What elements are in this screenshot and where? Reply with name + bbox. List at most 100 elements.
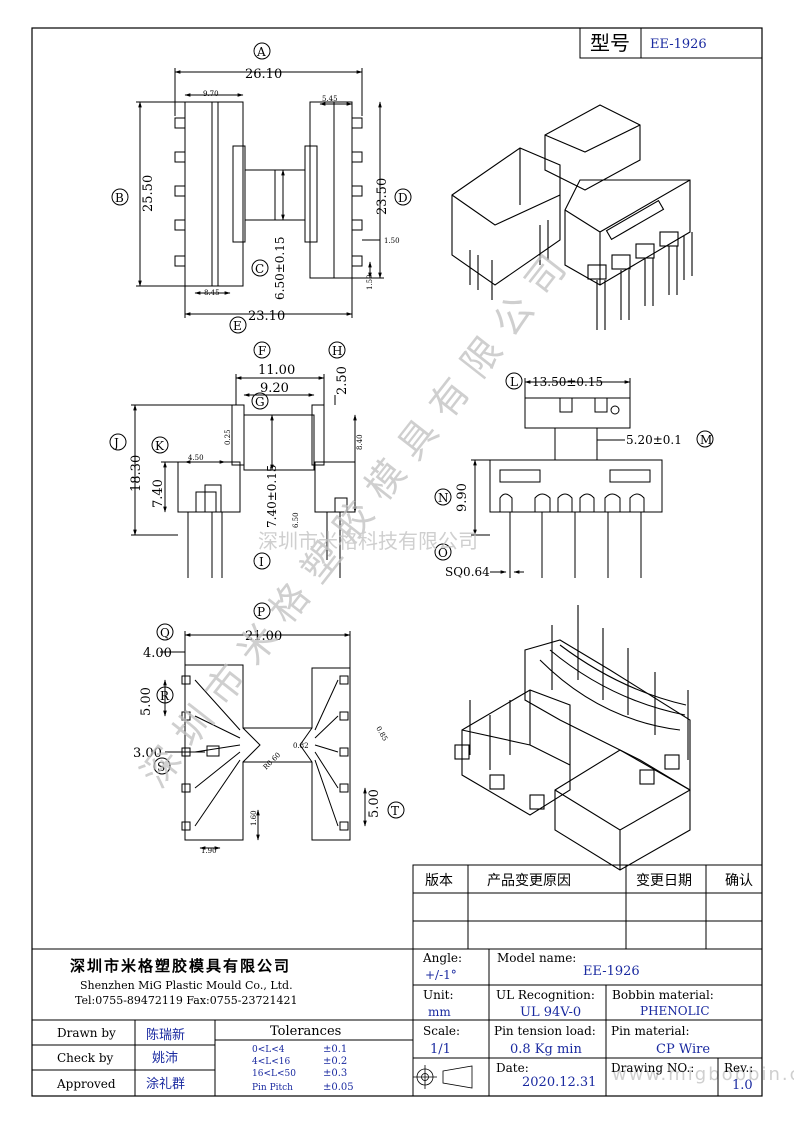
pin-tension-value: 0.8 Kg min: [510, 1042, 582, 1057]
dim-s: 3.00: [133, 746, 162, 761]
dim-450: 4.50: [188, 454, 204, 462]
dim-025: 0.25: [224, 429, 232, 445]
tol-value-2: ±0.3: [323, 1068, 347, 1079]
top-view-labels: A 26.10 9.70 5.45 B 25.50 D 23.50 C 6.50…: [111, 42, 412, 334]
model-name-value: EE-1926: [583, 964, 640, 979]
tolerances: Tolerances 0<L<4 ±0.1 4<L<16 ±0.2 16<L<5…: [252, 1024, 354, 1093]
dim-e: 23.10: [248, 309, 285, 324]
label-B: B: [115, 191, 124, 205]
tolerances-title: Tolerances: [270, 1024, 341, 1039]
dim-t: 5.00: [367, 789, 382, 818]
bottom-view-pins-right: [339, 675, 349, 831]
rev-col-reason: 产品变更原因: [487, 873, 571, 889]
label-C: C: [255, 262, 264, 276]
dim-n: 9.90: [455, 483, 470, 512]
drawn-value: 陈瑞新: [146, 1027, 185, 1043]
title-block: [32, 948, 762, 1096]
iso-view-bottom: [454, 605, 691, 871]
label-I: I: [259, 555, 264, 569]
drawn-label: Drawn by: [57, 1026, 116, 1040]
dim-b: 25.50: [141, 175, 156, 212]
dim-a: 26.10: [245, 67, 282, 82]
dim-085: 0.85: [374, 725, 389, 743]
dim-840: 8.40: [356, 434, 364, 450]
dim-160: 1.60: [250, 810, 258, 826]
label-R: R: [160, 689, 170, 703]
company-info: 深圳市米格塑胶模具有限公司 Shenzhen MiG Plastic Mould…: [70, 957, 297, 1007]
dim-l: 13.50±0.15: [532, 375, 603, 389]
label-T: T: [391, 804, 399, 818]
watermark-company: 深圳市米格科技有限公司: [258, 529, 478, 553]
sheet-border: [31, 27, 763, 1097]
tol-value-0: ±0.1: [323, 1044, 347, 1055]
label-F: F: [258, 344, 266, 358]
label-P: P: [257, 605, 265, 619]
model-label: 型号: [590, 31, 630, 55]
dim-190: 1.90: [201, 847, 217, 855]
top-view-pins-left: [174, 117, 186, 267]
dim-150a: 1.50: [384, 237, 400, 245]
tol-value-1: ±0.2: [323, 1056, 347, 1067]
label-O: O: [438, 546, 448, 560]
drawing-label: Drawing NO.:: [611, 1061, 694, 1075]
label-E: E: [233, 319, 242, 333]
top-view-pins-right: [351, 117, 363, 267]
tol-range-3: Pin Pitch: [252, 1083, 293, 1093]
dim-545: 5.45: [322, 95, 338, 103]
model-value: EE-1926: [650, 37, 707, 52]
pin-tension-label: Pin tension load:: [494, 1024, 596, 1038]
label-A: A: [256, 45, 266, 59]
pin-material-value: CP Wire: [656, 1042, 710, 1057]
dim-r: 5.00: [139, 687, 154, 716]
company-name-en: Shenzhen MiG Plastic Mould Co., Ltd.: [80, 979, 293, 992]
dim-r060: R0.60: [262, 751, 282, 771]
bobbin-value: PHENOLIC: [640, 1004, 710, 1018]
projection-symbol: [413, 1065, 473, 1089]
company-contact: Tel:0755-89472119 Fax:0755-23721421: [75, 994, 297, 1007]
ul-value: UL 94V-0: [520, 1005, 581, 1020]
rev-value: 1.0: [732, 1078, 753, 1093]
scale-value: 1/1: [430, 1042, 451, 1057]
angle-label: Angle:: [422, 951, 462, 965]
label-L: L: [510, 375, 518, 389]
dim-g: 9.20: [260, 381, 289, 396]
dim-m: 5.20±0.1: [626, 433, 682, 447]
side-view: [131, 374, 357, 578]
rev-col-confirm: 确认: [725, 873, 753, 889]
dim-082: 0.82: [293, 742, 309, 750]
dim-970: 9.70: [203, 90, 219, 98]
label-S: S: [157, 760, 165, 774]
dim-650: 6.50: [292, 512, 300, 528]
dim-h: 2.50: [335, 366, 350, 395]
revision-table: [412, 864, 763, 950]
unit-value: mm: [428, 1005, 451, 1019]
company-name-cn: 深圳市米格塑胶模具有限公司: [70, 957, 291, 975]
dim-i: 7.40±0.15: [265, 465, 279, 529]
model-name-label: Model name:: [497, 951, 576, 965]
spec-cells: Angle: +/-1° Model name: EE-1926 Unit: m…: [413, 951, 753, 1093]
rev-col-version: 版本: [425, 873, 453, 889]
approved-label: Approved: [56, 1077, 116, 1091]
dim-c: 6.50±0.15: [273, 237, 287, 301]
tol-range-2: 16<L<50: [252, 1069, 296, 1079]
rev-col-date: 变更日期: [636, 873, 692, 889]
bobbin-label: Bobbin material:: [612, 988, 714, 1002]
bottom-view: [160, 631, 367, 850]
label-Q: Q: [160, 626, 170, 640]
dim-j: 18.30: [129, 455, 144, 492]
label-H: H: [332, 344, 342, 358]
dim-845: 8.45: [204, 289, 220, 297]
rev-label: Rev.:: [724, 1061, 753, 1075]
angle-value: +/-1°: [425, 968, 457, 982]
front-view-labels: L 13.50±0.15 5.20±0.1 M N 9.90 O SQ0.64: [434, 372, 714, 579]
side-view-labels: F 11.00 9.20 G H 2.50 J 18.30 K 7.40 4.5…: [109, 341, 364, 570]
tol-value-3: ±0.05: [323, 1082, 354, 1093]
dim-f: 11.00: [258, 363, 295, 378]
unit-label: Unit:: [423, 988, 454, 1002]
label-N: N: [438, 491, 449, 505]
dim-o: SQ0.64: [445, 565, 490, 579]
date-value: 2020.12.31: [522, 1075, 596, 1090]
label-G: G: [255, 395, 265, 409]
top-view: [136, 68, 384, 318]
iso-view-top: [451, 104, 693, 330]
